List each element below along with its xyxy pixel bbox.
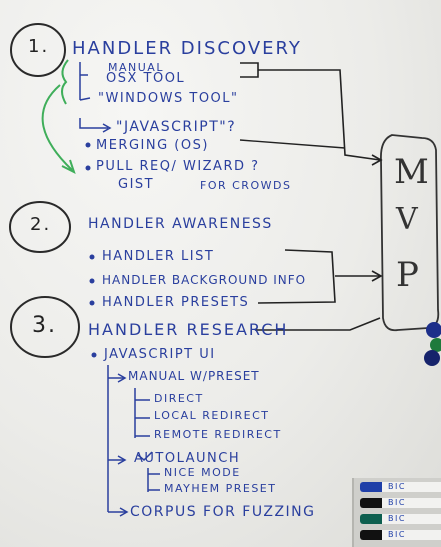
item-handler-list: HANDLER LIST xyxy=(102,249,215,264)
marker-black-2: BIC xyxy=(360,530,441,540)
item-javascript-ui: JAVASCRIPT UI xyxy=(104,347,216,362)
magnet-dark xyxy=(424,350,440,366)
marker-brand: BIC xyxy=(388,514,406,523)
item-mayhem-preset: MAYHEM PRESET xyxy=(164,482,277,495)
arrow-to-mvp-1 xyxy=(258,69,381,161)
magnet-blue xyxy=(426,322,441,338)
marker-cap xyxy=(360,514,382,524)
marker-cap xyxy=(360,530,382,540)
section-3-title: HANDLER RESEARCH xyxy=(88,320,289,339)
section-3-number: 3. xyxy=(32,313,57,338)
mvp-letter-v: V xyxy=(396,202,420,237)
item-autolaunch: AUTOLAUNCH xyxy=(134,451,241,466)
circle-2 xyxy=(9,201,71,253)
arrow-to-mvp-3 xyxy=(255,317,381,331)
item-manual: MANUAL xyxy=(108,61,164,74)
magnet-green xyxy=(430,338,441,352)
marker-cap xyxy=(360,498,382,508)
marker-brand: BIC xyxy=(388,498,406,507)
circle-1 xyxy=(10,23,66,77)
item-gist: GIST xyxy=(118,177,155,192)
item-javascript: "JAVASCRIPT"? xyxy=(116,119,237,135)
green-brace xyxy=(61,59,69,105)
item-windows-tool: "WINDOWS TOOL" xyxy=(98,91,239,106)
marker-brand: BIC xyxy=(388,482,406,491)
item-manual-w-preset: MANUAL W/PRESET xyxy=(128,369,260,383)
item-merging: MERGING (OS) xyxy=(96,138,209,153)
circle-3 xyxy=(10,296,80,358)
marker-black: BIC xyxy=(360,498,441,508)
item-remote-redirect: REMOTE REDIRECT xyxy=(154,428,282,441)
marker-blue: BIC xyxy=(360,482,441,492)
item-corpus-for-fuzzing: CORPUS FOR FUZZING xyxy=(130,504,316,520)
item-for-crowds: FOR CROWDS xyxy=(200,179,292,192)
mvp-letter-p: P xyxy=(396,255,421,295)
line-js xyxy=(239,139,346,149)
item-nice-mode: NICE MODE xyxy=(164,466,241,479)
item-handler-background-info: HANDLER BACKGROUND INFO xyxy=(102,273,307,287)
bracket-osx xyxy=(240,62,259,78)
mvp-letter-m: M xyxy=(394,152,431,192)
item-pull-req: PULL REQ/ WIZARD ? xyxy=(96,159,260,174)
marker-cap xyxy=(360,482,382,492)
section-2-title: HANDLER AWARENESS xyxy=(88,216,273,232)
item-handler-presets: HANDLER PRESETS xyxy=(102,295,250,310)
section-1-title: HANDLER DISCOVERY xyxy=(72,38,302,59)
section-2-number: 2. xyxy=(30,214,52,235)
section-1-number: 1. xyxy=(28,36,50,57)
item-local-redirect: LOCAL REDIRECT xyxy=(154,409,270,422)
marker-brand: BIC xyxy=(388,530,406,539)
item-direct: DIRECT xyxy=(154,392,204,405)
marker-green: BIC xyxy=(360,514,441,524)
green-arrow xyxy=(41,84,73,171)
bracket-section2 xyxy=(257,249,336,304)
item-osx-tool: OSX TOOL xyxy=(106,71,186,86)
